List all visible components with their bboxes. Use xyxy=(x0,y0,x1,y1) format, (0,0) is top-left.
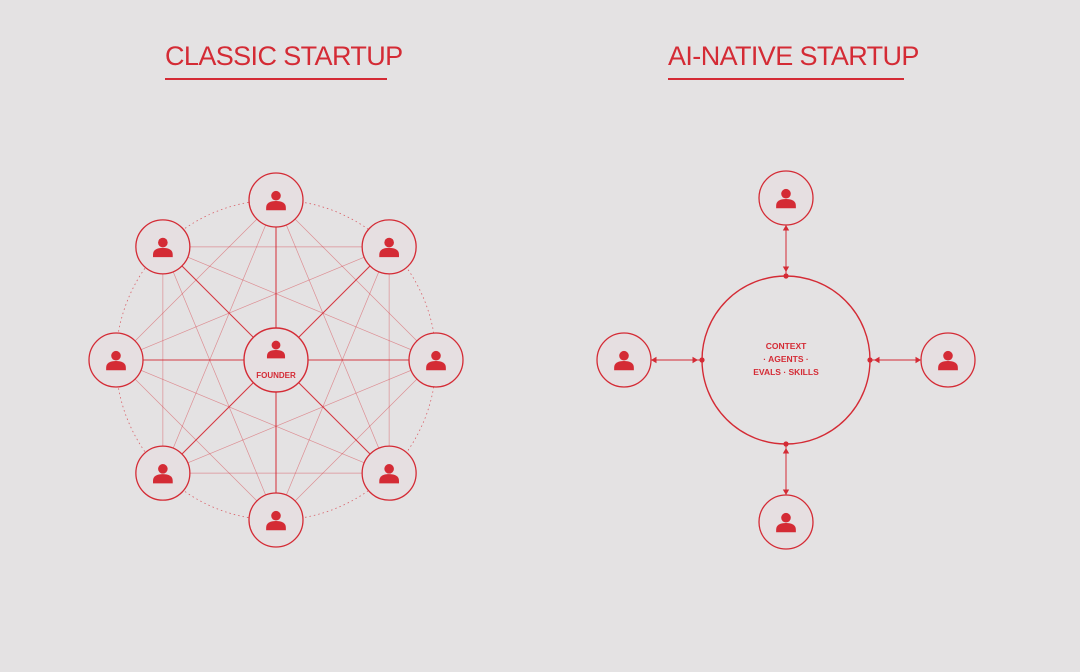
team-member-node xyxy=(361,445,417,501)
cross-link xyxy=(275,246,390,521)
hub-link xyxy=(782,225,790,279)
founder-circle xyxy=(243,327,309,393)
classic-startup-diagram: FOUNDER xyxy=(88,172,464,548)
ai-team-member-node xyxy=(920,332,976,388)
team-member-node xyxy=(408,332,464,388)
ai-team-member-node xyxy=(596,332,652,388)
cross-link xyxy=(162,246,277,521)
ai-native-startup-title: AI-NATIVE STARTUP xyxy=(668,38,919,80)
team-member-node xyxy=(135,445,191,501)
team-member-node xyxy=(248,172,304,228)
arrowhead-to-hub xyxy=(782,448,790,454)
arrowhead-to-person xyxy=(915,356,921,364)
ai-team-member-node xyxy=(758,494,814,550)
ai-native-startup-diagram: CONTEXT · AGENTS · EVALS · SKILLS xyxy=(596,170,976,550)
cross-link xyxy=(115,246,390,361)
arrowhead-to-person xyxy=(782,225,790,231)
cross-link xyxy=(162,359,437,474)
hub-label-context: CONTEXT xyxy=(766,341,807,351)
ai-hub: CONTEXT · AGENTS · EVALS · SKILLS xyxy=(701,275,871,445)
team-member-node xyxy=(135,219,191,275)
team-member-node xyxy=(248,492,304,548)
arrowhead-to-hub xyxy=(692,356,698,364)
ai-team-nodes xyxy=(596,170,976,550)
team-member-node xyxy=(88,332,144,388)
cross-link xyxy=(275,199,390,474)
arrowhead-to-hub xyxy=(874,356,880,364)
hub-link xyxy=(651,356,705,364)
arrowhead-to-person xyxy=(782,489,790,495)
classic-startup-title: CLASSIC STARTUP xyxy=(165,38,403,80)
cross-link xyxy=(115,359,390,474)
arrowhead-to-hub xyxy=(782,266,790,272)
ai-hub-circle xyxy=(701,275,871,445)
hub-link xyxy=(782,441,790,495)
founder-label: FOUNDER xyxy=(256,371,296,380)
arrowhead-to-person xyxy=(651,356,657,364)
team-member-node xyxy=(361,219,417,275)
hub-link xyxy=(867,356,921,364)
founder-node: FOUNDER xyxy=(243,327,309,393)
ai-team-member-node xyxy=(758,170,814,226)
hub-label-agents: · AGENTS · xyxy=(763,354,809,364)
cross-link xyxy=(162,246,437,361)
hub-label-evals-skills: EVALS · SKILLS xyxy=(753,367,819,377)
classic-team-nodes xyxy=(88,172,464,548)
cross-link xyxy=(162,199,277,474)
